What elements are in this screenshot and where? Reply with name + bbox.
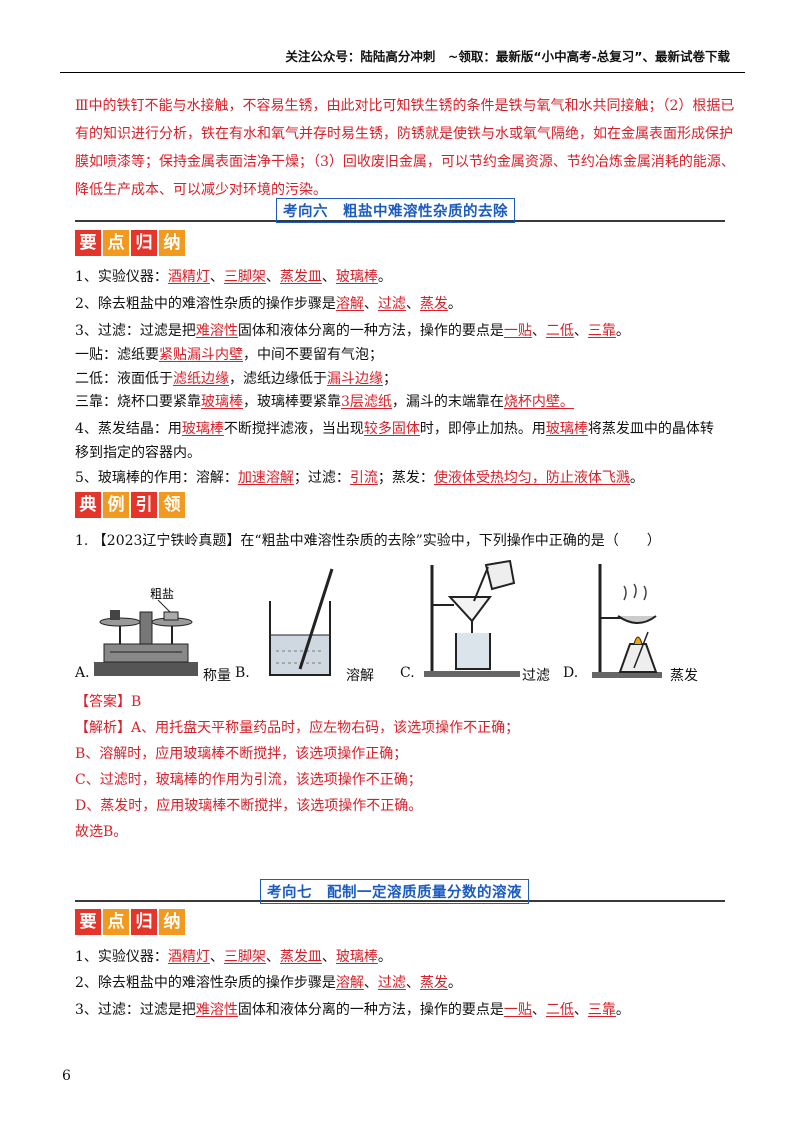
badge-char: 归 [131,230,157,256]
analysis-line-2: B、溶解时，应用玻璃棒不断搅拌，该选项操作正确； [75,746,408,762]
s6-line-6: 三靠：烧杯口要紧靠玻璃棒，玻璃棒要紧靠3层滤纸，漏斗的末端靠在烧杯内壁。 [75,394,574,410]
intro-paragraph: Ⅲ中的铁钉不能与水接触，不容易生锈，由此对比可知铁生锈的条件是铁与氧气和水共同接… [75,98,735,198]
option-c-letter: C. [400,665,415,681]
badge-char: 点 [103,230,129,256]
badge-char: 例 [103,492,129,518]
badge-char: 典 [75,492,101,518]
analysis-line-1: 【解析】A、用托盘天平称量药品时，应左物右码，该选项操作不正确； [75,720,520,736]
badge-char: 点 [103,909,129,935]
badge-char: 纳 [159,909,185,935]
option-a-label: 称量 [203,668,231,684]
s7-line-2: 2、除去粗盐中的难溶性杂质的操作步骤是溶解、过滤、蒸发。 [75,975,462,991]
badge-char: 引 [131,492,157,518]
filter-funnel-illustration [424,559,520,677]
option-b-letter: B. [235,665,250,681]
option-d-letter: D. [563,665,579,681]
option-a-letter: A. [75,665,90,681]
option-d-label: 蒸发 [670,668,698,684]
balance-illustration: 粗盐 [94,587,198,676]
analysis-line-3: C、过滤时，玻璃棒的作用为引流，该选项操作不正确； [75,772,422,788]
badge-char: 要 [75,230,101,256]
section6-title: 考向六 粗盐中难溶性杂质的去除 [276,198,515,223]
s7-line-3: 3、过滤：过滤是把难溶性固体和液体分离的一种方法，操作的要点是一贴、二低、三靠。 [75,1002,630,1018]
badge-char: 归 [131,909,157,935]
coarse-salt-label: 粗盐 [150,587,174,601]
answer-line: 【答案】B [75,694,142,710]
analysis-line-4: D、蒸发时，应用玻璃棒不断搅拌，该选项操作不正确。 [75,798,423,814]
section7-title: 考向七 配制一定溶质质量分数的溶液 [260,879,529,904]
badge-char: 要 [75,909,101,935]
badge-char: 纳 [159,230,185,256]
section7-badge: 要 点 归 纳 [75,909,185,935]
page-header: 关注公众号：陆陆高分冲刺 ~领取：最新版“小中高考-总复习”、最新试卷下载 [285,49,730,64]
header-rule [60,72,745,73]
s6-line-4: 一贴：滤纸要紧贴漏斗内壁，中间不要留有气泡； [75,347,383,363]
s6-line-5: 二低：液面低于滤纸边缘，滤纸边缘低于漏斗边缘； [75,371,397,387]
section6-badge: 要 点 归 纳 [75,230,185,256]
beaker-stir-illustration [269,568,334,676]
question-text: 1. 【2023辽宁铁岭真题】在“粗盐中难溶性杂质的去除”实验中，下列操作中正确… [75,533,661,549]
evaporation-illustration [592,564,662,678]
conclusion-line: 故选B。 [75,824,128,840]
s6-line-2: 2、除去粗盐中的难溶性杂质的操作步骤是溶解、过滤、蒸发。 [75,296,462,312]
s6-line-1: 1、实验仪器：酒精灯、三脚架、蒸发皿、玻璃棒。 [75,269,392,285]
example-badge: 典 例 引 领 [75,492,185,518]
option-c-label: 过滤 [522,668,550,684]
s7-line-1: 1、实验仪器：酒精灯、三脚架、蒸发皿、玻璃棒。 [75,949,392,965]
s6-line-7: 4、蒸发结晶：用玻璃棒不断搅拌滤液，当出现较多固体时，即停止加热。用玻璃棒将蒸发… [75,421,714,437]
section-divider [75,900,725,902]
s6-line-9: 5、玻璃棒的作用：溶解：加速溶解；过滤：引流；蒸发：使液体受热均匀，防止液体飞溅… [75,470,644,486]
option-b-label: 溶解 [346,668,374,684]
s6-line-3: 3、过滤：过滤是把难溶性固体和液体分离的一种方法，操作的要点是一贴、二低、三靠。 [75,323,630,339]
s6-line-8: 移到指定的容器内。 [75,445,201,461]
page-number: 6 [62,1068,71,1084]
badge-char: 领 [159,492,185,518]
section-divider [75,220,725,222]
